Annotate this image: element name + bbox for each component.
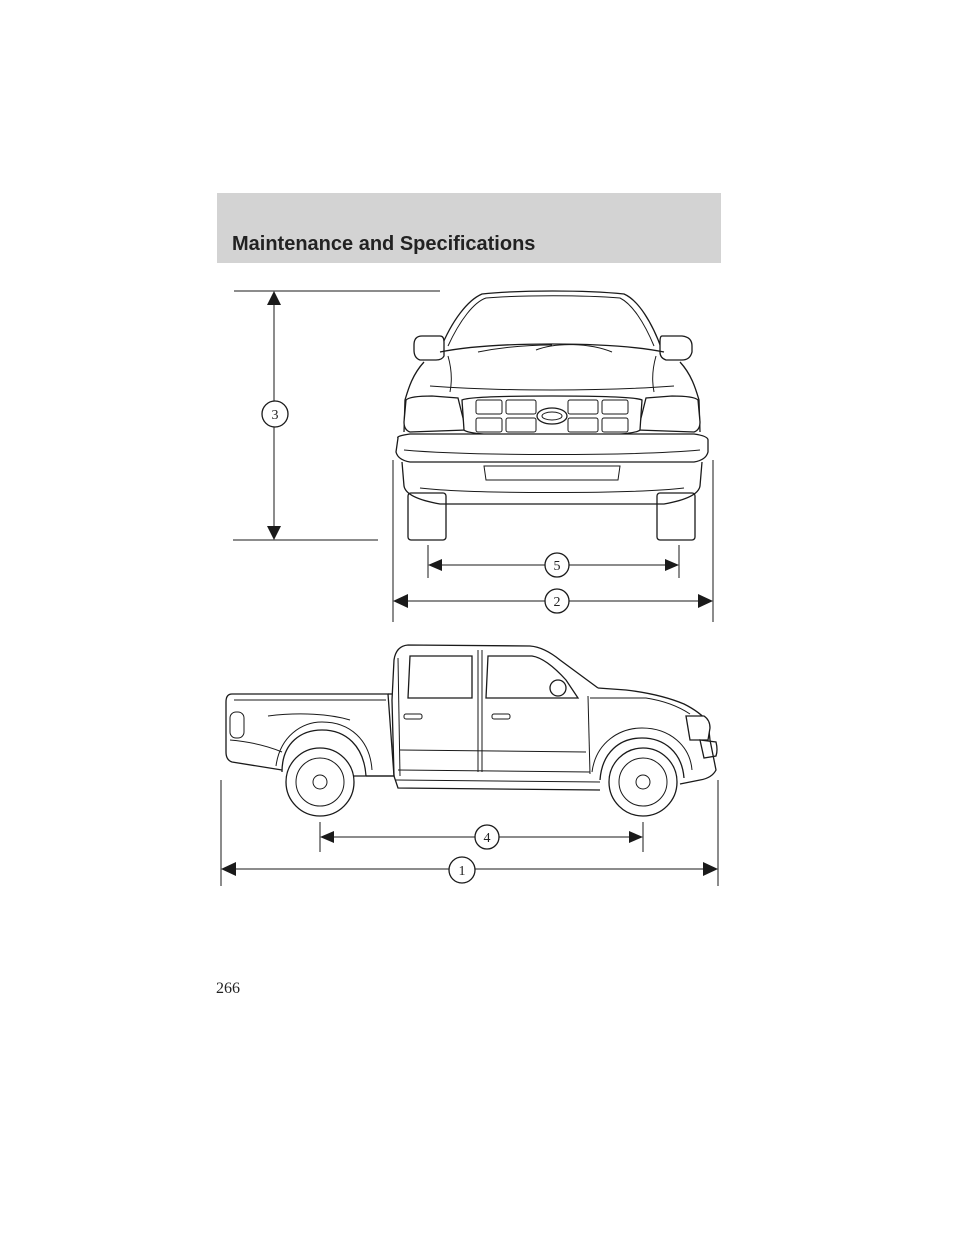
svg-text:5: 5 [554,559,561,574]
front-view-truck [396,291,708,540]
svg-text:1: 1 [459,864,466,879]
svg-text:2: 2 [554,595,561,610]
svg-text:4: 4 [484,831,491,846]
callout-4: 4 [475,825,499,849]
callout-2: 2 [545,589,569,613]
svg-text:3: 3 [272,408,279,423]
callout-3: 3 [262,401,288,427]
side-view-truck [226,645,717,816]
page-number: 266 [216,980,240,998]
callout-1: 1 [449,857,475,883]
callout-5: 5 [545,553,569,577]
